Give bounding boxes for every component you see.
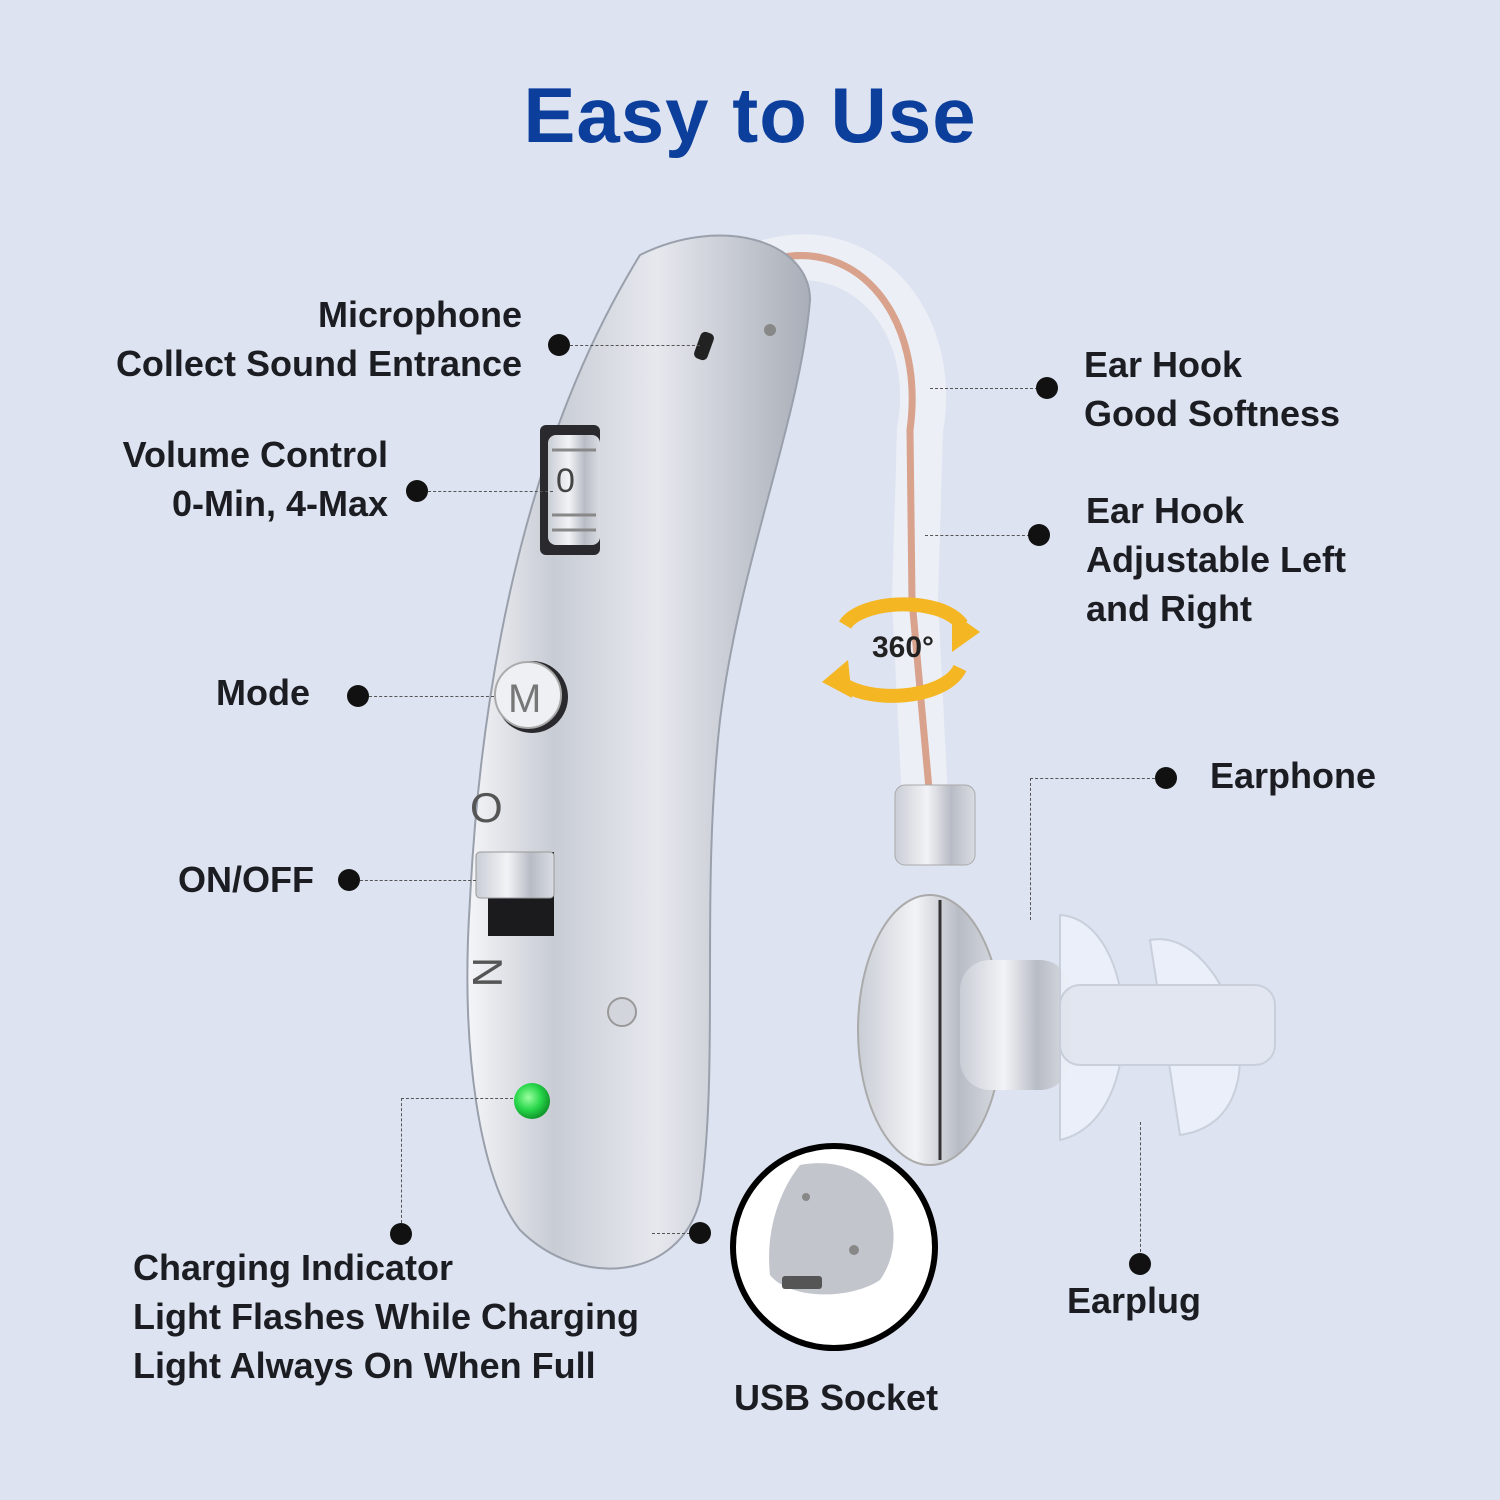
leader-line-earplug-vertical [1140, 1122, 1141, 1252]
leader-line-charging-vertical [401, 1098, 402, 1223]
hearing-aid-body [466, 234, 812, 1270]
leader-line-earphone-vertical [1030, 778, 1031, 920]
callout-dot-earhook-adjust [1028, 524, 1050, 546]
leader-line-on-off [360, 880, 476, 881]
usb-socket-inset [730, 1143, 938, 1351]
callout-earphone: Earphone [1210, 755, 1377, 796]
callout-dot-charging [390, 1223, 412, 1245]
callout-volume-control: Volume Control 0-Min, 4-Max [122, 434, 388, 524]
ear-hook-wire [769, 252, 934, 801]
leader-line-microphone [570, 345, 700, 346]
callout-on-off: ON/OFF [178, 859, 314, 900]
callout-microphone: Microphone Collect Sound Entrance [115, 294, 522, 384]
leader-line-earphone [1030, 778, 1155, 779]
callout-dot-earhook-soft [1036, 377, 1058, 399]
svg-text:360°: 360° [872, 631, 934, 664]
callout-dot-usb [689, 1222, 711, 1244]
leader-line-earhook-soft [930, 388, 1038, 389]
callout-mode: Mode [216, 672, 310, 713]
svg-text:N: N [464, 957, 511, 987]
callout-earplug: Earplug [1067, 1280, 1202, 1321]
callout-dot-earphone [1155, 767, 1177, 789]
leader-line-earhook-adjust [925, 535, 1030, 536]
page-title: Easy to Use [523, 71, 977, 159]
callout-dot-volume [406, 480, 428, 502]
charging-led [514, 1083, 550, 1119]
callout-usb-socket: USB Socket [734, 1377, 939, 1418]
volume-wheel: 0 [540, 425, 600, 555]
earplug [1059, 913, 1276, 1142]
svg-text:O: O [470, 784, 503, 831]
callout-dot-earplug [1129, 1253, 1151, 1275]
callout-dot-microphone [548, 334, 570, 356]
leader-line-mode [369, 696, 494, 697]
callout-dot-mode [347, 685, 369, 707]
callout-ear-hook-adjustable: Ear Hook Adjustable Left and Right [1086, 490, 1347, 629]
earphone [857, 894, 1070, 1166]
callout-dot-on-off [338, 869, 360, 891]
mode-button: M [494, 661, 568, 733]
leader-line-volume [428, 491, 553, 492]
microphone-port [694, 331, 714, 361]
leader-line-usb [652, 1233, 690, 1234]
rotation-arrows-icon: 360° [822, 597, 980, 703]
callout-ear-hook-softness: Ear Hook Good Softness [1084, 344, 1341, 434]
svg-text:M: M [508, 677, 541, 721]
leader-line-charging [401, 1098, 513, 1099]
power-switch: O N [464, 784, 555, 987]
svg-text:0: 0 [556, 462, 575, 500]
callout-charging-indicator: Charging Indicator Light Flashes While C… [133, 1247, 640, 1386]
